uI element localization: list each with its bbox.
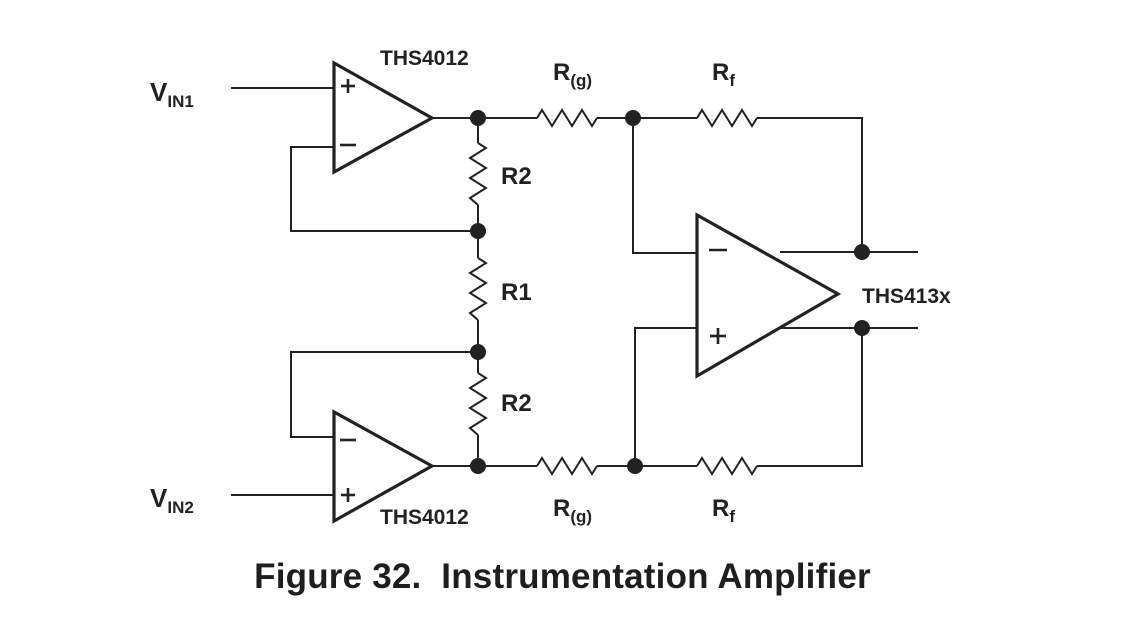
- top-buffer-part-label: THS4012: [380, 47, 469, 70]
- wire-rf-top-to-output: [757, 117, 863, 252]
- figure-caption: Figure 32. Instrumentation Amplifier: [254, 557, 871, 596]
- junction-node: [854, 320, 870, 336]
- resistors: [468, 108, 758, 476]
- wire-to-inverting-input: [632, 118, 697, 254]
- r2-top-label: R2: [501, 163, 532, 190]
- diff-amp-part-label: THS413x: [862, 285, 951, 308]
- junction-node: [470, 458, 486, 474]
- r1-label: R1: [501, 279, 532, 306]
- junction-node: [854, 244, 870, 260]
- resistor-r2-top-symbol: [468, 142, 488, 206]
- wire-to-noninverting-input: [634, 327, 697, 466]
- rg-bottom-label: R(g): [553, 495, 592, 526]
- wire-bottom-feedback: [290, 351, 478, 438]
- top-buffer-opamp: [332, 60, 436, 175]
- r2-bottom-label: R2: [501, 390, 532, 417]
- plus-sign-icon: [710, 328, 726, 344]
- vin1-label: VIN1: [150, 77, 194, 111]
- plus-sign-icon: [341, 79, 355, 93]
- plus-sign-icon: [341, 488, 355, 502]
- junction-node: [470, 110, 486, 126]
- resistor-r2-bottom-symbol: [468, 372, 488, 436]
- bottom-buffer-part-label: THS4012: [380, 506, 469, 529]
- rg-top-label: R(g): [553, 59, 592, 90]
- junction-node: [470, 223, 486, 239]
- junctions: [470, 110, 870, 474]
- bottom-opamp-triangle: [332, 409, 436, 524]
- junction-node: [627, 458, 643, 474]
- resistor-rf-top-symbol: [696, 108, 758, 128]
- diff-opamp-triangle: [695, 212, 842, 379]
- differential-opamp: [695, 212, 842, 379]
- rf-bottom-label: Rf: [712, 495, 735, 526]
- resistor-rf-bottom-symbol: [696, 456, 758, 476]
- resistor-rg-top-symbol: [536, 108, 598, 128]
- wire-bottom-to-output: [757, 328, 863, 467]
- rf-top-label: Rf: [712, 59, 735, 90]
- wire-top-feedback: [290, 146, 478, 232]
- junction-node: [625, 110, 641, 126]
- resistor-rg-bottom-symbol: [536, 456, 598, 476]
- resistor-r1-symbol: [468, 257, 488, 321]
- junction-node: [470, 344, 486, 360]
- top-opamp-triangle: [332, 60, 436, 175]
- labels: VIN1 VIN2 THS4012 THS4012 THS413x R2 R1 …: [150, 47, 951, 529]
- vin2-label: VIN2: [150, 483, 194, 517]
- bottom-buffer-opamp: [332, 409, 436, 524]
